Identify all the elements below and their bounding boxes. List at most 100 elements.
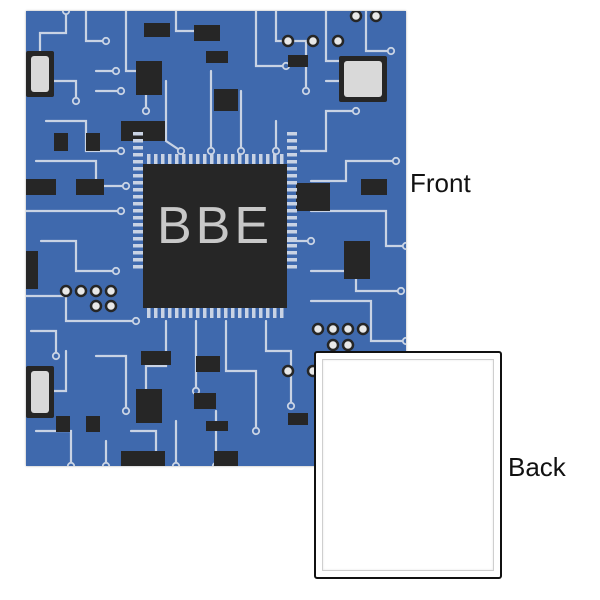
circuit-trace (34, 159, 128, 188)
circuit-chip (26, 251, 38, 289)
cpu-pin (280, 154, 284, 164)
circuit-trace (309, 159, 398, 183)
cpu-pin (196, 308, 200, 318)
cpu-pin (287, 195, 297, 199)
cpu-pin (259, 154, 263, 164)
cpu-pin (189, 308, 193, 318)
round-pad (331, 34, 345, 48)
circuit-trace (364, 11, 393, 53)
circuit-chip (194, 25, 220, 41)
round-pad (59, 284, 73, 298)
circuit-chip (194, 393, 216, 409)
round-pad (89, 299, 103, 313)
cpu-pin (175, 154, 179, 164)
cpu-pin (217, 308, 221, 318)
round-pad (341, 322, 355, 336)
trace-pad (61, 11, 71, 16)
round-pad (89, 284, 103, 298)
trace-pad (66, 461, 76, 466)
cpu-chip (143, 164, 287, 308)
socket-pad (31, 56, 49, 92)
cpu-pin (147, 154, 151, 164)
cpu-pin (287, 181, 297, 185)
cpu-pin (245, 308, 249, 318)
trace-pad (251, 426, 261, 436)
trace-pad (391, 156, 401, 166)
trace-pad (116, 206, 126, 216)
cpu-pin (287, 251, 297, 255)
cpu-pin (252, 308, 256, 318)
cpu-pin (133, 188, 143, 192)
cpu-pin (133, 153, 143, 157)
cpu-pin (273, 308, 277, 318)
cpu-pin (287, 265, 297, 269)
round-pad (326, 338, 340, 352)
cpu-pin (133, 230, 143, 234)
round-pad (281, 34, 295, 48)
trace-pad (131, 316, 141, 326)
cpu-pin (287, 223, 297, 227)
cpu-pin (287, 139, 297, 143)
cpu-pin (133, 160, 143, 164)
cpu-pin (245, 154, 249, 164)
circuit-trace (309, 299, 406, 343)
circuit-trace (39, 239, 118, 273)
cpu-pin (287, 132, 297, 136)
cpu-pin (287, 153, 297, 157)
cpu-pin (154, 308, 158, 318)
trace-pad (386, 46, 396, 56)
circuit-chip (86, 416, 100, 432)
cpu-pin (168, 308, 172, 318)
cpu-pin (196, 154, 200, 164)
cpu-pin (238, 308, 242, 318)
circuit-chip (206, 51, 228, 63)
circuit-chip (121, 451, 165, 466)
trace-pad (141, 106, 151, 116)
cpu-pin (133, 223, 143, 227)
round-pad (369, 11, 383, 23)
cpu-pin (266, 154, 270, 164)
round-pad (326, 322, 340, 336)
round-pad (74, 284, 88, 298)
circuit-trace (29, 329, 58, 358)
round-pad (104, 284, 118, 298)
trace-pad (121, 406, 131, 416)
circuit-trace (309, 269, 403, 293)
circuit-chip (288, 413, 308, 425)
front-label: Front (410, 168, 471, 198)
back-label: Back (508, 452, 566, 482)
cpu-pin (266, 308, 270, 318)
circuit-trace (299, 109, 358, 153)
trace-pad (121, 181, 131, 191)
cpu-pin (252, 154, 256, 164)
monogram-text: BBE (157, 197, 273, 255)
cpu-pin (133, 237, 143, 241)
cpu-pin (224, 154, 228, 164)
cpu-pin (154, 154, 158, 164)
circuit-chip (141, 351, 171, 365)
trace-pad (286, 401, 296, 411)
cpu-pin (189, 154, 193, 164)
trace-pad (111, 66, 121, 76)
cpu-pin (203, 308, 207, 318)
trace-pad (171, 461, 181, 466)
trace-pad (51, 351, 61, 361)
cpu-pin (210, 308, 214, 318)
trace-pad (116, 86, 126, 96)
cpu-pin (217, 154, 221, 164)
circuit-chip (86, 133, 100, 151)
back-print-card (314, 351, 502, 579)
cpu-pin (287, 237, 297, 241)
circuit-chip (361, 179, 387, 195)
trace-pad (71, 96, 81, 106)
circuit-chip (136, 61, 162, 95)
cpu-pin (203, 154, 207, 164)
cpu-pin (280, 308, 284, 318)
circuit-chip (121, 121, 165, 141)
trace-pad (101, 461, 111, 466)
cpu-pins (133, 132, 297, 318)
circuit-trace (129, 429, 158, 458)
round-pad (341, 338, 355, 352)
circuit-trace (44, 79, 78, 103)
circuit-chip (26, 179, 56, 195)
